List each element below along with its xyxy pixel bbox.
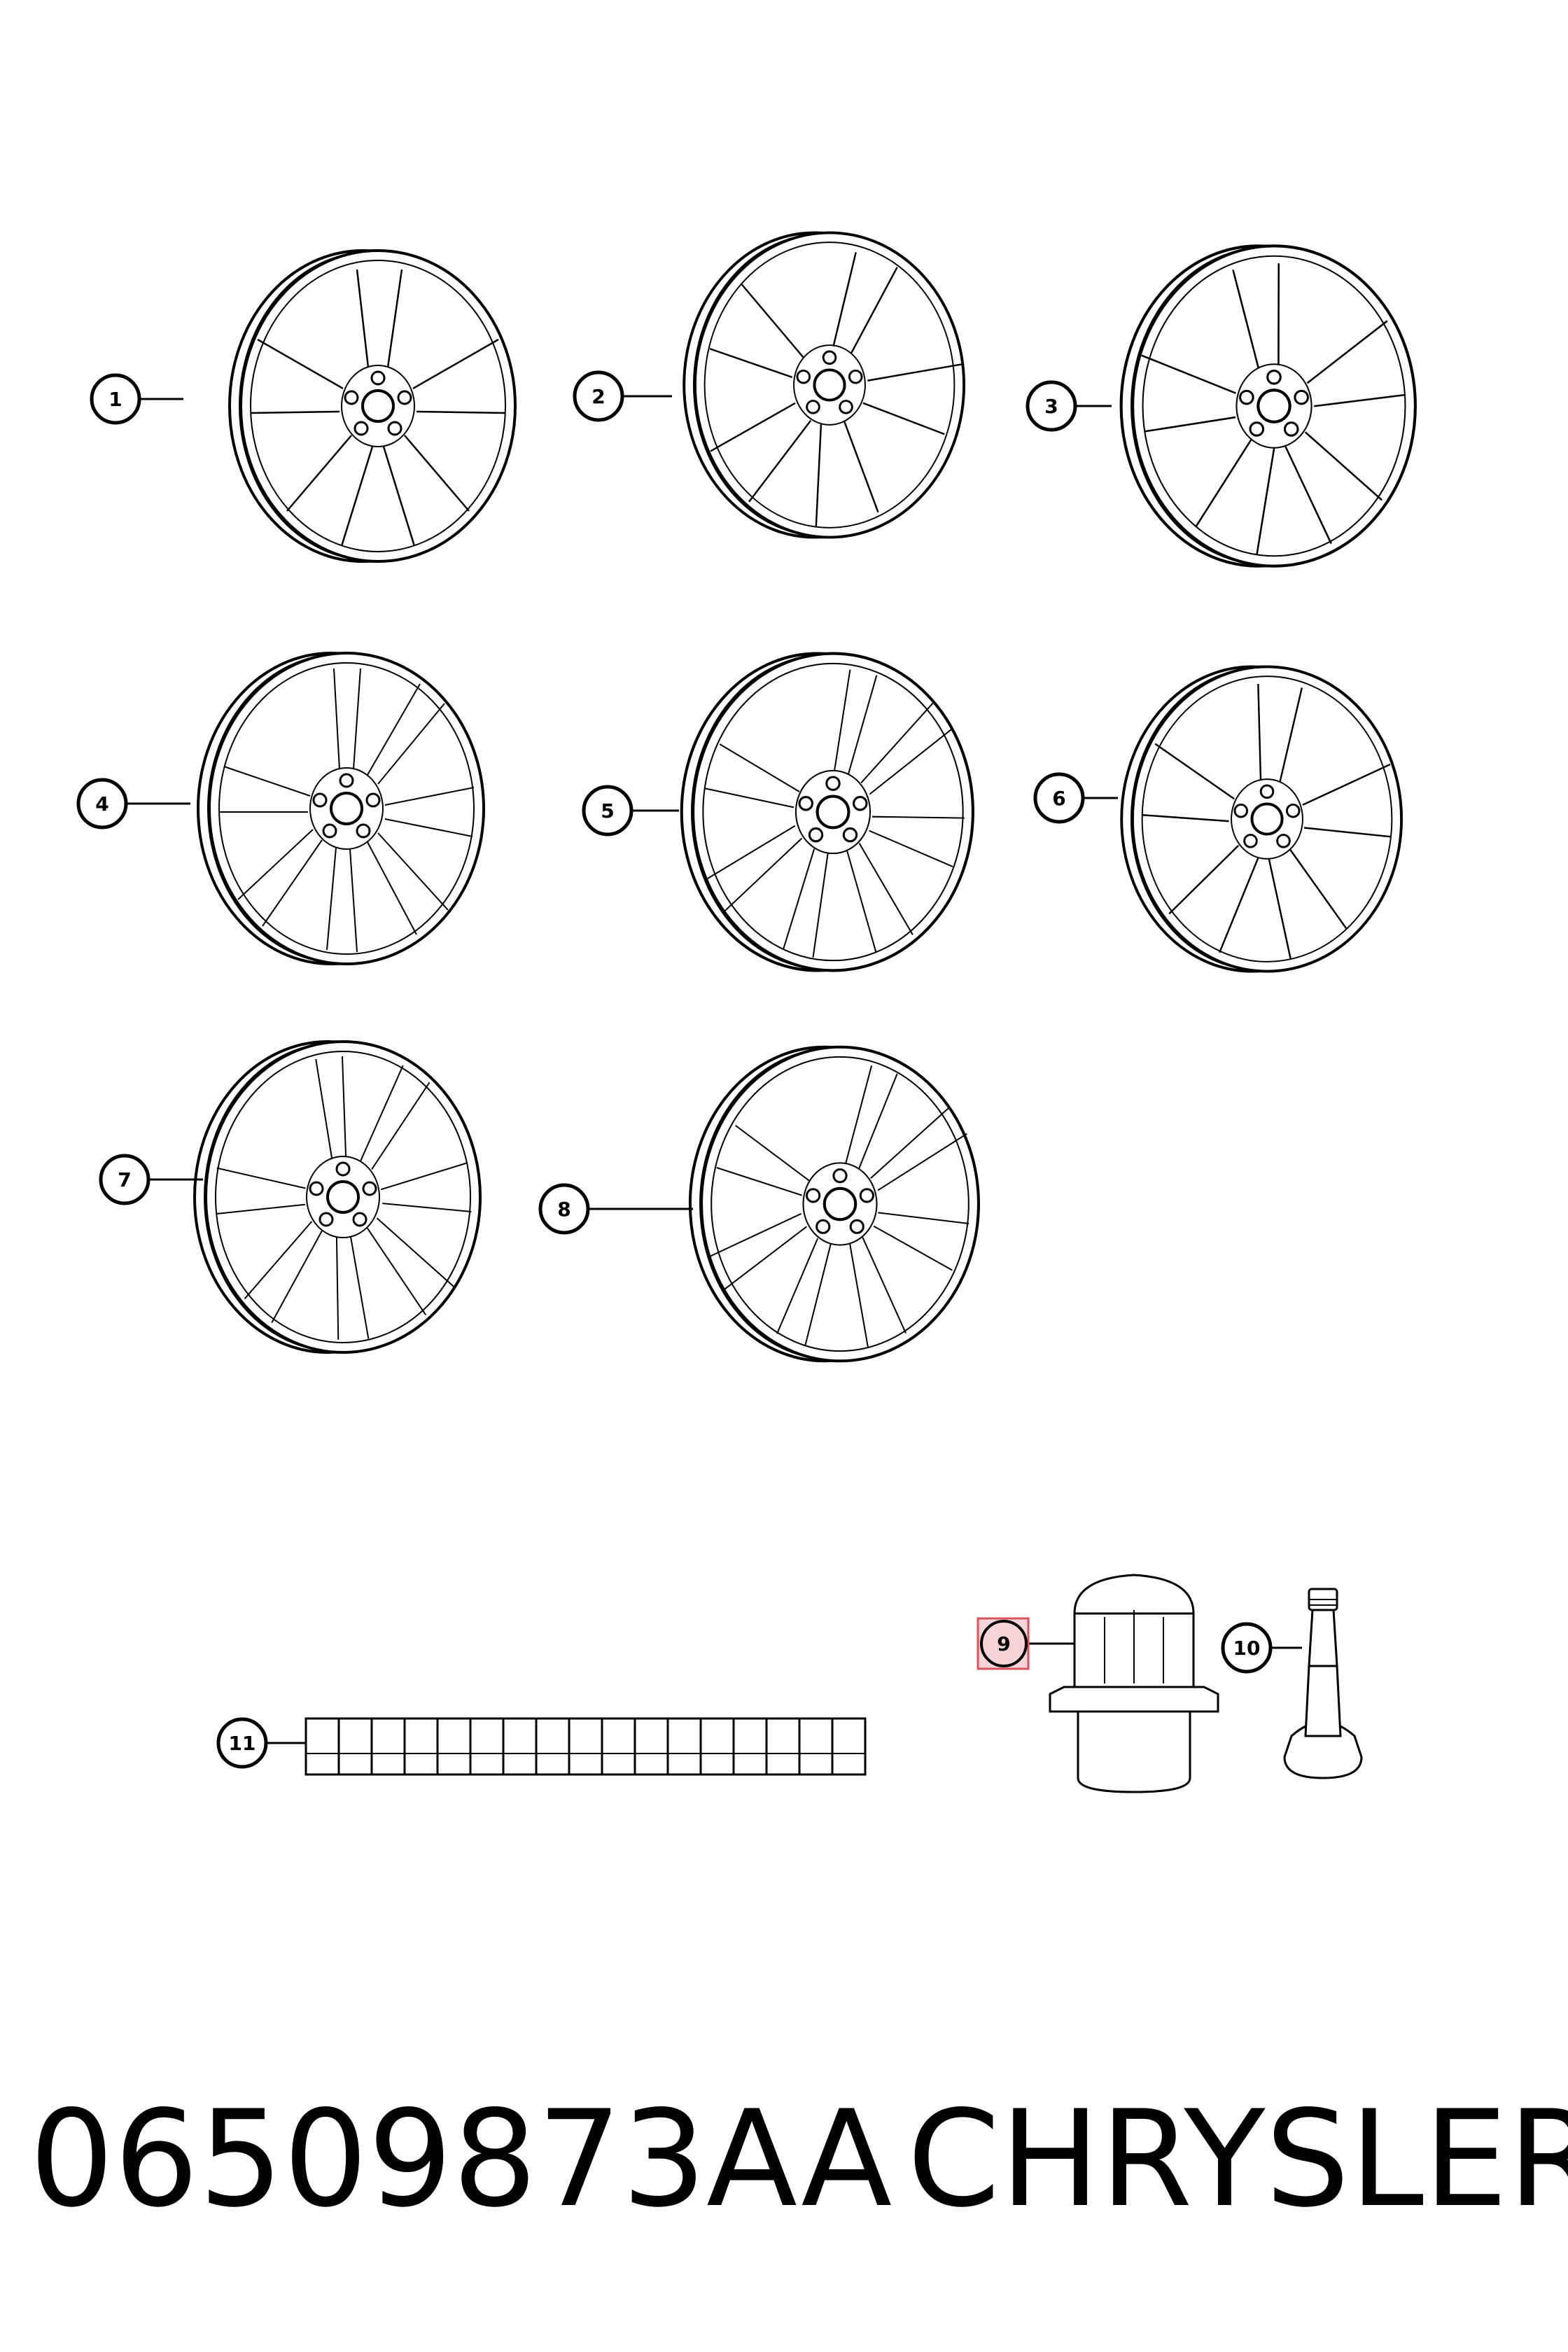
wheel-2 (664, 216, 994, 558)
callout-4: 4 (76, 778, 128, 830)
wheel-1 (228, 249, 517, 563)
callout-9-highlighted[interactable]: 9 (976, 1617, 1030, 1670)
callout-label: 1 (108, 388, 122, 411)
callout-label: 8 (557, 1198, 570, 1221)
wheel-weights (304, 1717, 867, 1776)
callout-10: 10 (1221, 1622, 1273, 1674)
callout-label: 11 (229, 1732, 256, 1755)
callout-8: 8 (538, 1183, 590, 1235)
callout-5: 5 (582, 785, 634, 836)
callout-1: 1 (90, 373, 141, 425)
lug-nut (1049, 1574, 1219, 1793)
wheel-6 (1120, 665, 1404, 973)
callout-label: 4 (95, 792, 108, 816)
callout-6: 6 (1033, 772, 1085, 824)
callout-label: 2 (592, 385, 605, 408)
part-number: 06509873AA (29, 2082, 892, 2236)
callout-label: 3 (1044, 395, 1058, 418)
callout-label: 5 (601, 799, 614, 822)
brand-name: CHRYSLER (907, 2082, 1568, 2236)
callout-label: 6 (1052, 787, 1065, 810)
wheel-7 (193, 1040, 486, 1354)
wheel-5 (674, 644, 991, 983)
callout-11: 11 (216, 1717, 268, 1769)
callout-label: 7 (118, 1168, 131, 1191)
callout-7: 7 (99, 1154, 150, 1205)
callout-label: 9 (997, 1632, 1010, 1656)
callout-label: 10 (1233, 1637, 1261, 1660)
callout-2: 2 (573, 370, 624, 422)
wheel-8 (672, 1029, 1007, 1382)
wheel-4 (197, 652, 485, 965)
leader-lines (126, 395, 1302, 1744)
wheel-3 (1121, 246, 1425, 568)
callout-3: 3 (1026, 380, 1077, 432)
valve-stem (1283, 1588, 1363, 1779)
